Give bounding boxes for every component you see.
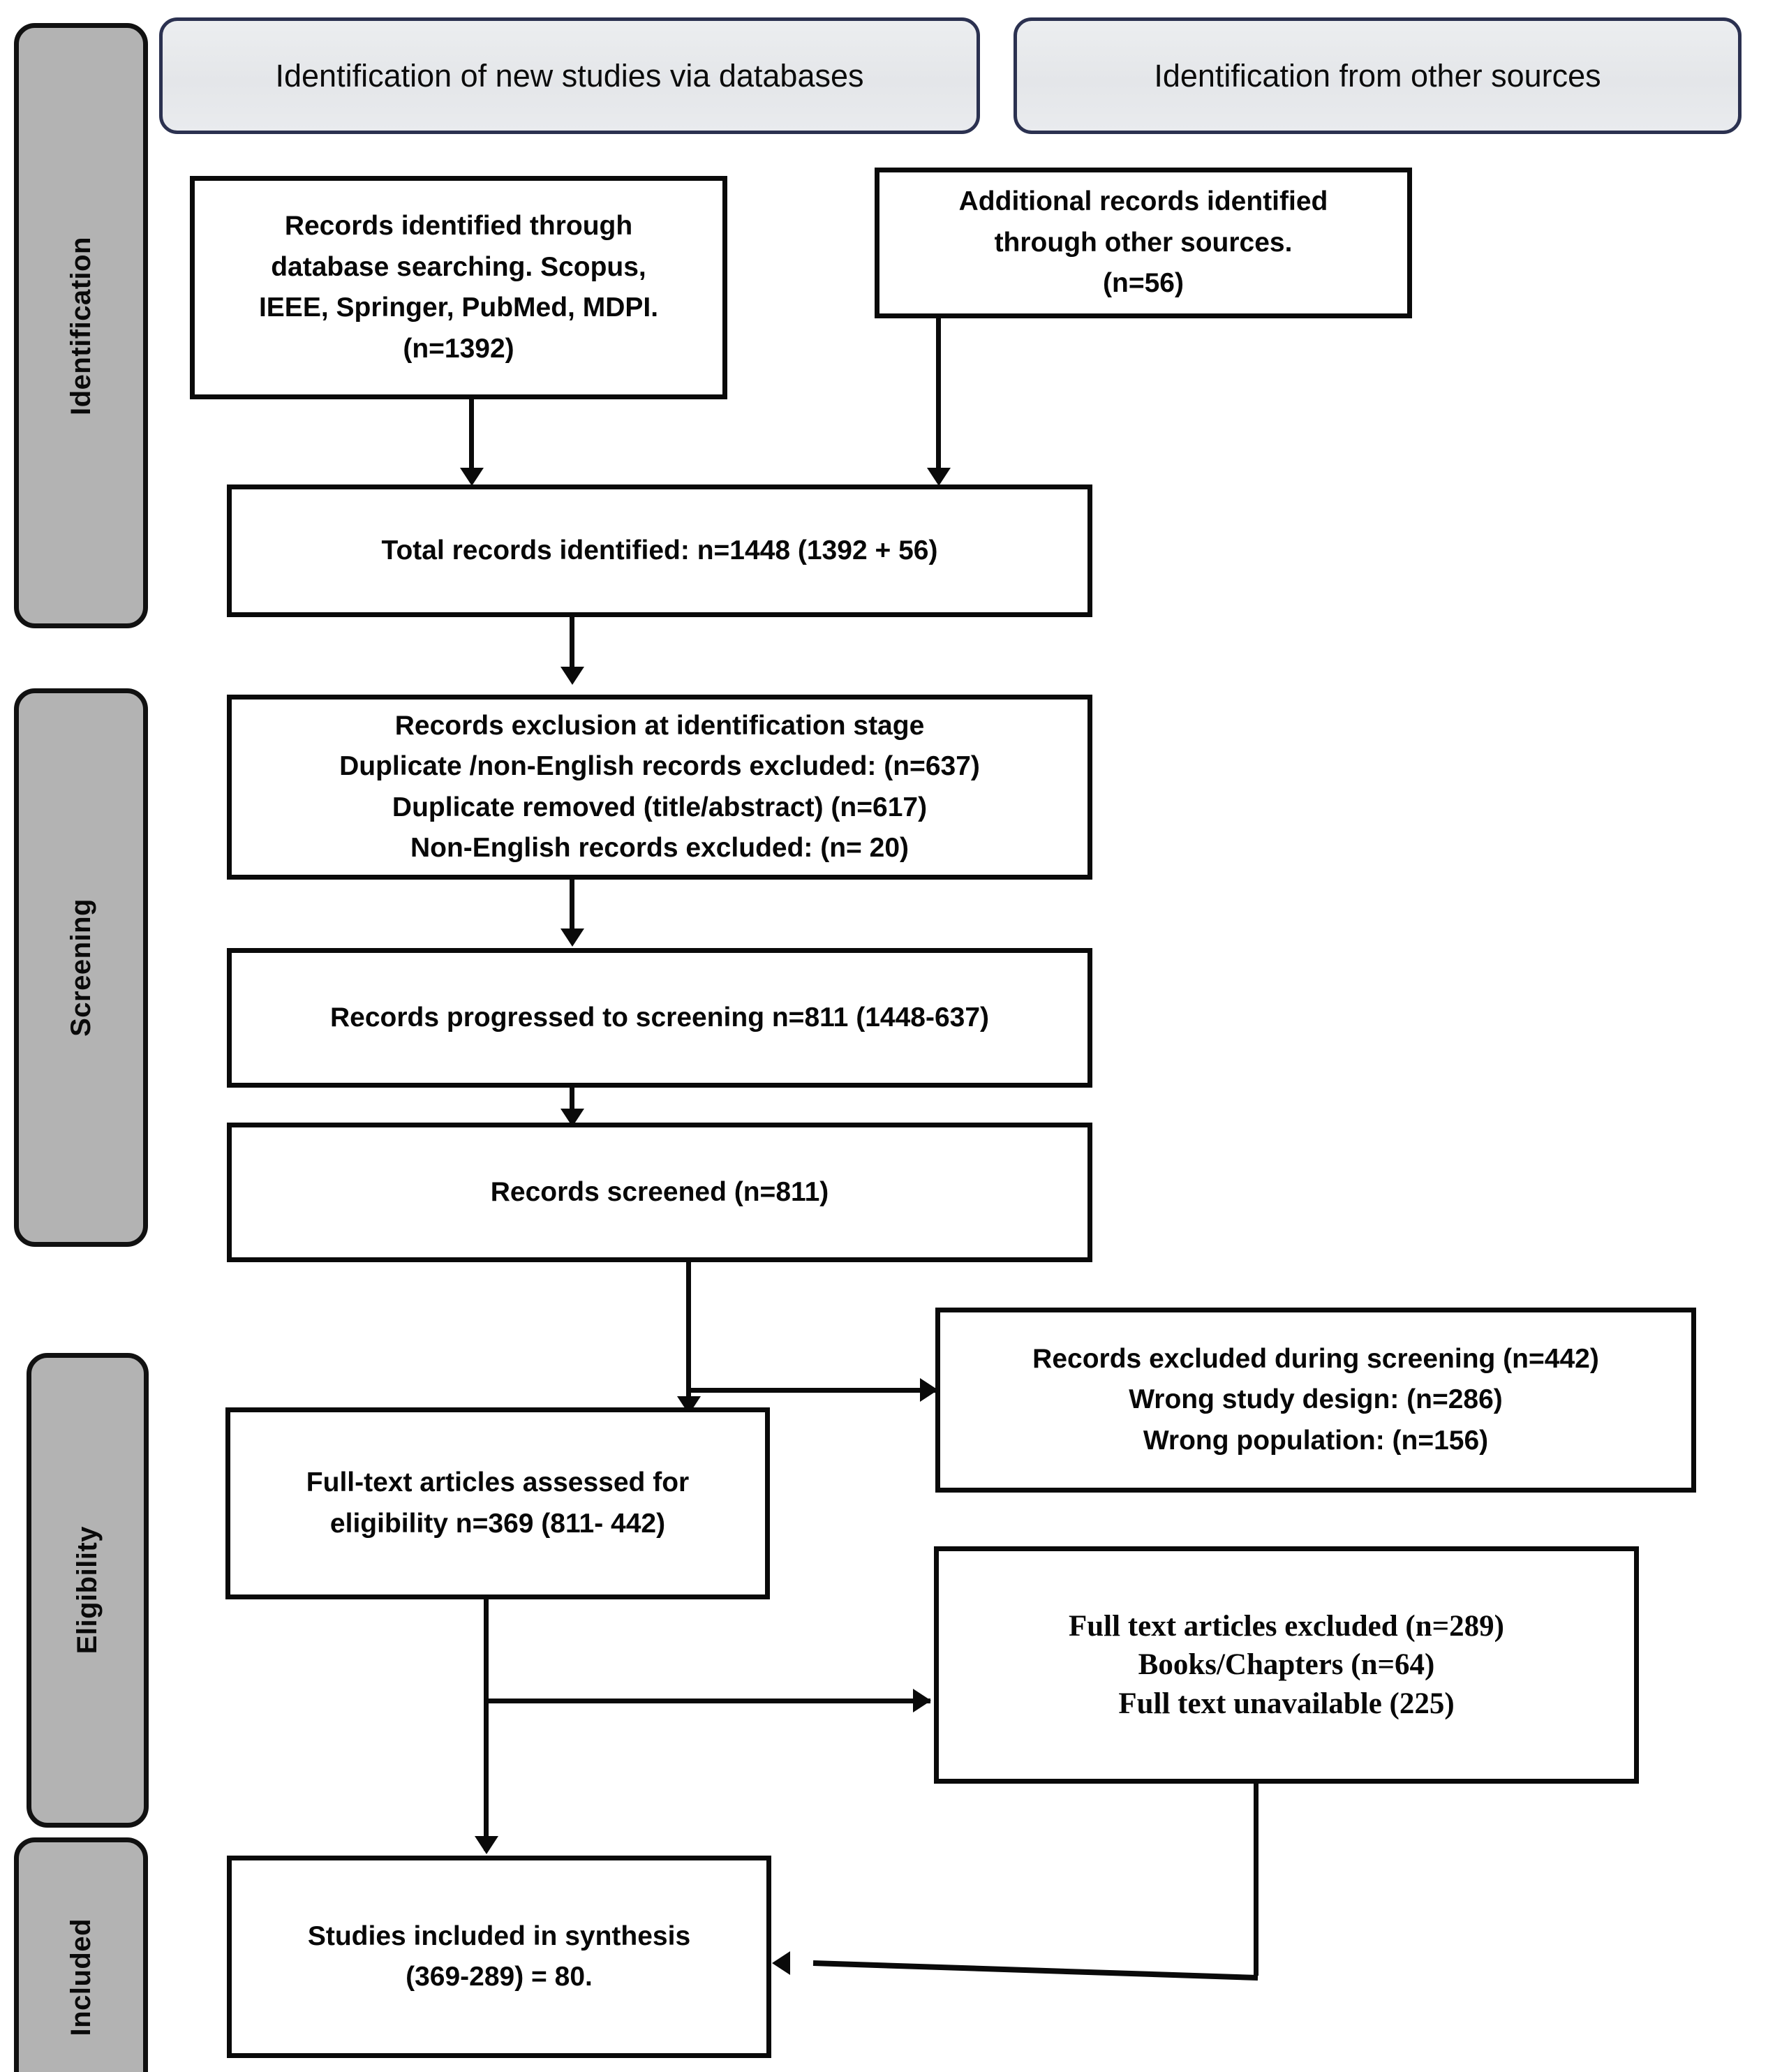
box-records-exclusion-identification: Records exclusion at identification stag… bbox=[227, 695, 1092, 880]
box-text-records-screened: Records screened (n=811) bbox=[490, 1176, 829, 1207]
box-studies-included: Studies included in synthesis (369-289) … bbox=[227, 1856, 771, 2058]
box-text-full-text-excluded: Full text articles excluded (n=289) Book… bbox=[1068, 1610, 1504, 1720]
box-text-studies-included: Studies included in synthesis (369-289) … bbox=[307, 1921, 691, 1992]
arrowhead-databases-to-total bbox=[460, 468, 484, 486]
connector-exclusion-to-progressed bbox=[570, 880, 574, 942]
box-records-excluded-screening: Records excluded during screening (n=442… bbox=[935, 1308, 1696, 1493]
arrowhead-fulltext-to-included bbox=[475, 1836, 498, 1854]
header-label-databases: Identification of new studies via databa… bbox=[275, 57, 864, 94]
arrowhead-excluded-to-included bbox=[772, 1951, 790, 1975]
stage-pill-screening: Screening bbox=[14, 688, 148, 1247]
stage-label-included: Included bbox=[65, 1918, 96, 2036]
arrowhead-fulltext-to-excluded bbox=[913, 1689, 931, 1712]
connector-excluded-slant-to-included bbox=[812, 1960, 1258, 1981]
stage-label-screening: Screening bbox=[65, 898, 96, 1037]
connector-other-to-total bbox=[936, 318, 941, 476]
box-full-text-assessed: Full-text articles assessed for eligibil… bbox=[225, 1407, 770, 1599]
connector-databases-to-total bbox=[469, 399, 474, 476]
box-full-text-excluded: Full text articles excluded (n=289) Book… bbox=[934, 1546, 1639, 1784]
connector-excluded-down-to-included bbox=[1254, 1784, 1258, 1976]
connector-fulltext-to-excluded bbox=[484, 1699, 930, 1703]
stage-pill-included: Included bbox=[14, 1837, 148, 2072]
stage-pill-identification: Identification bbox=[14, 23, 148, 628]
box-text-records-identified-databases: Records identified through database sear… bbox=[258, 211, 659, 364]
connector-progressed-to-screened bbox=[570, 1088, 574, 1124]
connector-total-to-exclusion bbox=[570, 617, 574, 675]
connector-fulltext-trunk bbox=[484, 1599, 489, 1851]
box-records-progressed-screening: Records progressed to screening n=811 (1… bbox=[227, 948, 1092, 1088]
box-total-records-identified: Total records identified: n=1448 (1392 +… bbox=[227, 484, 1092, 617]
stage-pill-eligibility: Eligibility bbox=[27, 1353, 149, 1828]
stage-label-eligibility: Eligibility bbox=[72, 1526, 103, 1655]
arrowhead-screened-to-excluded bbox=[920, 1378, 938, 1402]
header-label-other-sources: Identification from other sources bbox=[1154, 57, 1601, 94]
arrowhead-exclusion-to-progressed bbox=[560, 928, 584, 947]
box-text-records-excluded-screening: Records excluded during screening (n=442… bbox=[1032, 1343, 1599, 1456]
box-text-records-progressed-screening: Records progressed to screening n=811 (1… bbox=[330, 1002, 989, 1033]
arrowhead-total-to-exclusion bbox=[560, 667, 584, 685]
stage-label-identification: Identification bbox=[65, 236, 96, 415]
header-identification-other-sources: Identification from other sources bbox=[1013, 17, 1742, 134]
connector-screened-to-excluded bbox=[686, 1388, 937, 1393]
header-identification-databases: Identification of new studies via databa… bbox=[159, 17, 980, 134]
arrowhead-other-to-total bbox=[927, 468, 951, 486]
box-text-records-exclusion-identification: Records exclusion at identification stag… bbox=[339, 710, 980, 864]
box-records-identified-other: Additional records identified through ot… bbox=[875, 168, 1412, 318]
box-records-screened: Records screened (n=811) bbox=[227, 1123, 1092, 1262]
box-text-total-records-identified: Total records identified: n=1448 (1392 +… bbox=[381, 535, 938, 565]
box-text-full-text-assessed: Full-text articles assessed for eligibil… bbox=[306, 1467, 690, 1539]
box-records-identified-databases: Records identified through database sear… bbox=[190, 176, 727, 399]
box-text-records-identified-other: Additional records identified through ot… bbox=[958, 186, 1328, 299]
